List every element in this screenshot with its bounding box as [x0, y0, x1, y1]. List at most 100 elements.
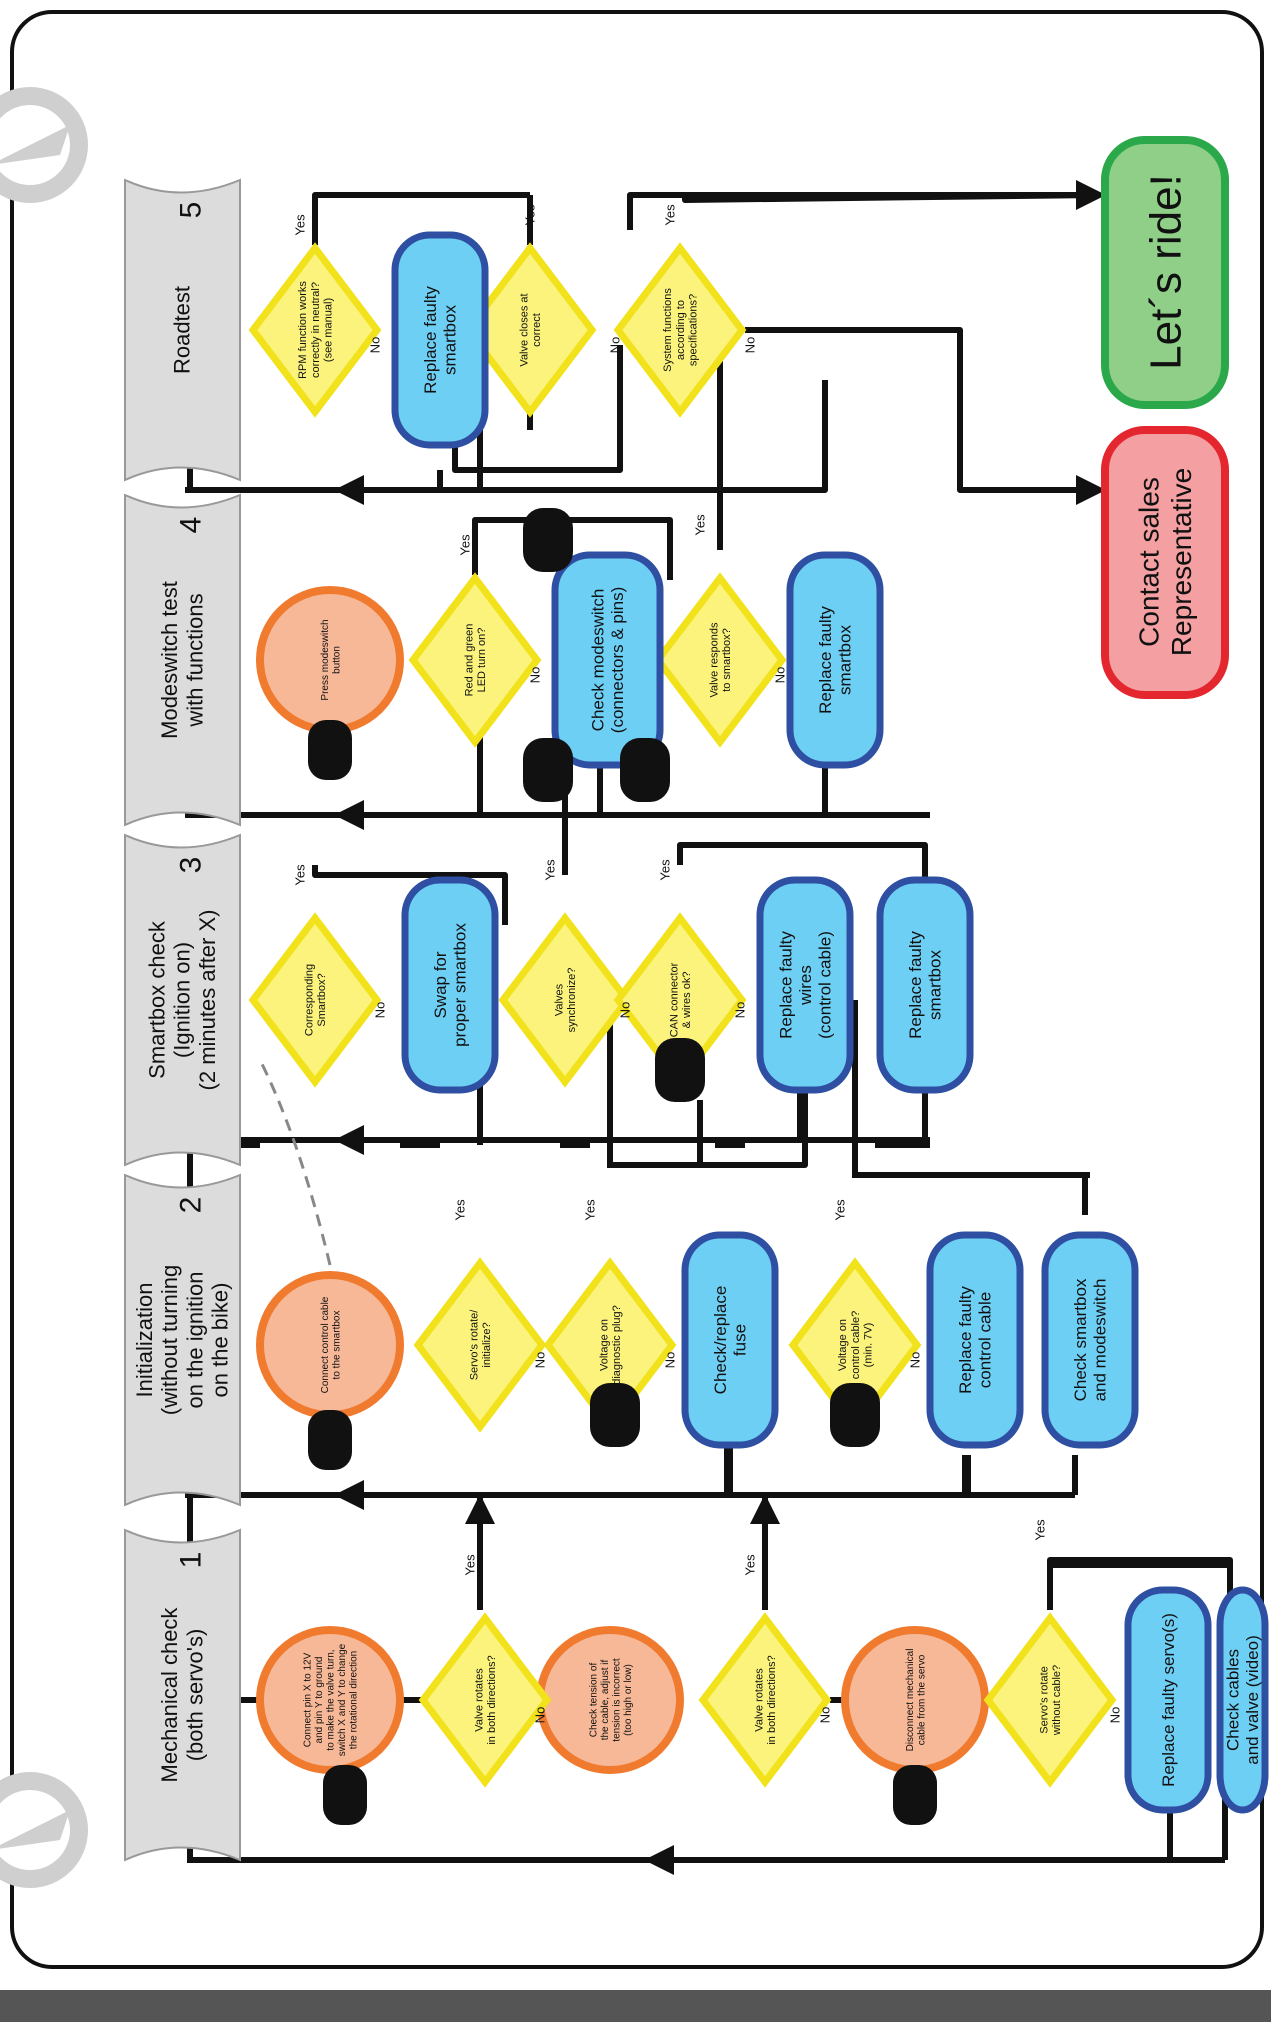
action-box-text: Replace faultysmartbox — [421, 286, 460, 394]
yes-label: Yes — [463, 1554, 478, 1576]
no-label: No — [773, 667, 788, 684]
yes-label: Yes — [658, 859, 673, 881]
action-box-text: Replace faultycontrol cable — [956, 1286, 995, 1394]
reference-badge: DP — [590, 1383, 640, 1447]
outcome-contact-text: Contact salesRepresentative — [1134, 468, 1197, 656]
yes-label: Yes — [453, 1199, 468, 1221]
column-header-text: Initialization(without turningon the ign… — [132, 1265, 233, 1415]
reference-badge-text: 3B — [633, 757, 658, 784]
decision-d4: Servo's rotate/initialize? — [413, 1257, 547, 1433]
step-tag-text: K1 — [903, 1782, 928, 1809]
step-tag: 4C — [308, 1410, 352, 1470]
decision-d11: Valve respondsto smartbox? — [653, 572, 787, 748]
column-number: 3 — [175, 857, 208, 874]
decision-text: Valve respondsto smartbox? — [709, 622, 734, 698]
action-box-b3: Check/replacefuse — [681, 1231, 779, 1449]
no-label: No — [533, 1707, 548, 1724]
action-box-b10: Replace faultysmartbox — [786, 551, 884, 769]
action-circle-text: Connect pin X to 12Vand pin Y to groundt… — [303, 1643, 360, 1756]
decision-text: System functionsaccording tospecificatio… — [662, 288, 699, 372]
reference-badge: 4B — [830, 1383, 880, 1447]
step-tag: MS — [308, 720, 352, 780]
page-footer-bar — [0, 1990, 1271, 2022]
outcome-contact: Contact salesRepresentative — [1101, 426, 1229, 699]
decision-text: Valve rotatesin both directions? — [474, 1655, 499, 1744]
yes-label: Yes — [1033, 1519, 1048, 1541]
action-box-text: Check smartboxand modeswitch — [1071, 1278, 1110, 1401]
action-box-text: Swap forproper smartbox — [431, 923, 470, 1047]
decision-text: Voltage oncontrol cable?(min. 7V) — [837, 1311, 874, 1380]
decision-text: Servo's rotate/initialize? — [469, 1309, 494, 1381]
reference-badge: 3B — [620, 738, 670, 802]
column-header-text: Modeswitch testwith functions — [157, 581, 207, 739]
reference-badge-text: 4C — [668, 1056, 693, 1084]
yes-label: Yes — [293, 214, 308, 236]
action-box-text: Replace faultysmartbox — [816, 606, 855, 714]
no-label: No — [528, 667, 543, 684]
decision-text: Valvessynchronize? — [554, 968, 579, 1033]
decision-d14: System functionsaccording tospecificatio… — [613, 242, 747, 418]
decision-d10: Red and greenLED turn on? — [408, 572, 542, 748]
action-box-b1: Replace faulty servo(s) — [1124, 1586, 1212, 1814]
no-label: No — [608, 337, 623, 354]
yes-label: Yes — [583, 1199, 598, 1221]
decision-d1: Valve rotatesin both directions? — [418, 1612, 552, 1788]
reference-badge-text: 4B — [843, 1402, 868, 1429]
column-number: 2 — [175, 1197, 208, 1214]
decision-d6: Voltage oncontrol cable?(min. 7V) — [788, 1257, 922, 1433]
decision-text: Voltage ondiagnostic plug? — [599, 1305, 624, 1385]
no-label: No — [368, 337, 383, 354]
decision-d3: Servo's rotatewithout cable? — [983, 1612, 1117, 1788]
no-label: No — [908, 1352, 923, 1369]
action-box-b2: Check cablesand valve (video) — [1216, 1586, 1269, 1814]
reference-badge-text: DP — [603, 1400, 628, 1431]
action-box-text: Replace faultywires(control cable) — [776, 931, 834, 1039]
action-circle-k1: Disconnect mechanicalcable from the serv… — [841, 1626, 989, 1825]
dashed-link-line — [258, 1059, 332, 1266]
action-box-b7: Replace faultywires(control cable) — [756, 876, 854, 1094]
flow-arrowheads — [175, 180, 1106, 1875]
column-header-2: Initialization(without turningon the ign… — [124, 1173, 241, 1507]
reference-badge-text: 3A — [536, 756, 561, 783]
decision-d2: Valve rotatesin both directions? — [698, 1612, 832, 1788]
reference-badge-text: 4B — [536, 527, 561, 554]
column-header-text: Roadtest — [170, 286, 195, 374]
action-box-text: Replace faulty servo(s) — [1159, 1613, 1178, 1787]
action-circle-c4c: Connect control cableto the smartbox 4C — [256, 1271, 404, 1470]
decision-text: Valve closes atcorrect — [519, 293, 544, 366]
step-tag-text: MS — [318, 734, 343, 767]
outcome-ride-text: Let´s ride! — [1141, 174, 1190, 370]
decision-text: RPM function workscorrectly in neutral?(… — [297, 281, 334, 379]
column-number: 1 — [175, 1552, 208, 1569]
step-tag: K1 — [893, 1765, 937, 1825]
yes-label: Yes — [663, 204, 678, 226]
decision-d13: Valve closes atcorrect — [463, 242, 597, 418]
action-box-b9: Check modeswitch(connectors & pins) — [551, 551, 664, 769]
reference-badge: 4C — [655, 1038, 705, 1102]
column-number: 4 — [175, 517, 208, 534]
decision-d12: RPM function workscorrectly in neutral?(… — [248, 242, 382, 418]
yes-label: Yes — [543, 859, 558, 881]
decision-d5: Voltage ondiagnostic plug? — [543, 1257, 677, 1433]
action-box-b4: Replace faultycontrol cable — [926, 1231, 1024, 1449]
action-circle-text: Disconnect mechanicalcable from the serv… — [905, 1649, 928, 1752]
decision-text: CAN connector& wires ok? — [669, 962, 694, 1037]
yes-label: Yes — [743, 1554, 758, 1576]
decision-text: CorrespondingSmartbox? — [304, 964, 329, 1036]
column-header-3: Smartbox check(Ignition on)(2 minutes af… — [124, 833, 241, 1167]
action-box-text: Check modeswitch(connectors & pins) — [589, 587, 628, 733]
no-label: No — [818, 1707, 833, 1724]
action-box-b6: Swap forproper smartbox — [401, 876, 499, 1094]
action-box-text: Replace faultysmartbox — [906, 931, 945, 1039]
action-circle-tension: Check tension ofthe cable, adjust iftens… — [536, 1626, 684, 1774]
column-header-4: Modeswitch testwith functions 4 — [124, 493, 241, 827]
action-circle-text: Connect control cableto the smartbox — [320, 1296, 343, 1393]
column-header-1: Mechanical check(both servo's) 1 — [124, 1528, 241, 1862]
column-header-text: Mechanical check(both servo's) — [157, 1607, 207, 1783]
action-circle-text: Check tension ofthe cable, adjust iftens… — [588, 1658, 634, 1742]
no-label: No — [373, 1002, 388, 1019]
logo-mark-top — [0, 87, 88, 203]
